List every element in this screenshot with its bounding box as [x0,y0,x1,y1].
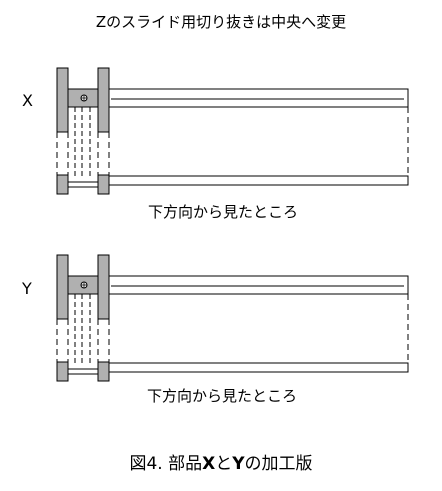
part-x-caption: 下方向から見たところ [148,203,299,221]
diagram-title: Zのスライド用切り抜きは中央へ変更 [95,13,347,31]
part-x-drawing [56,67,409,195]
part-y-drawing [56,254,409,382]
figure-caption: 図4. 部品XとYの加工版 [0,449,442,474]
figure-caption-conjunction: と [215,454,233,474]
figure-caption-prefix: 図4. 部品 [129,454,203,474]
part-x-label: X [22,91,33,110]
figure-caption-part-y: Y [232,454,245,474]
figure-caption-part-x: X [202,454,216,474]
figure-caption-suffix: の加工版 [244,454,313,474]
part-y-label: Y [22,279,32,298]
part-y-caption: 下方向から見たところ [147,387,298,405]
